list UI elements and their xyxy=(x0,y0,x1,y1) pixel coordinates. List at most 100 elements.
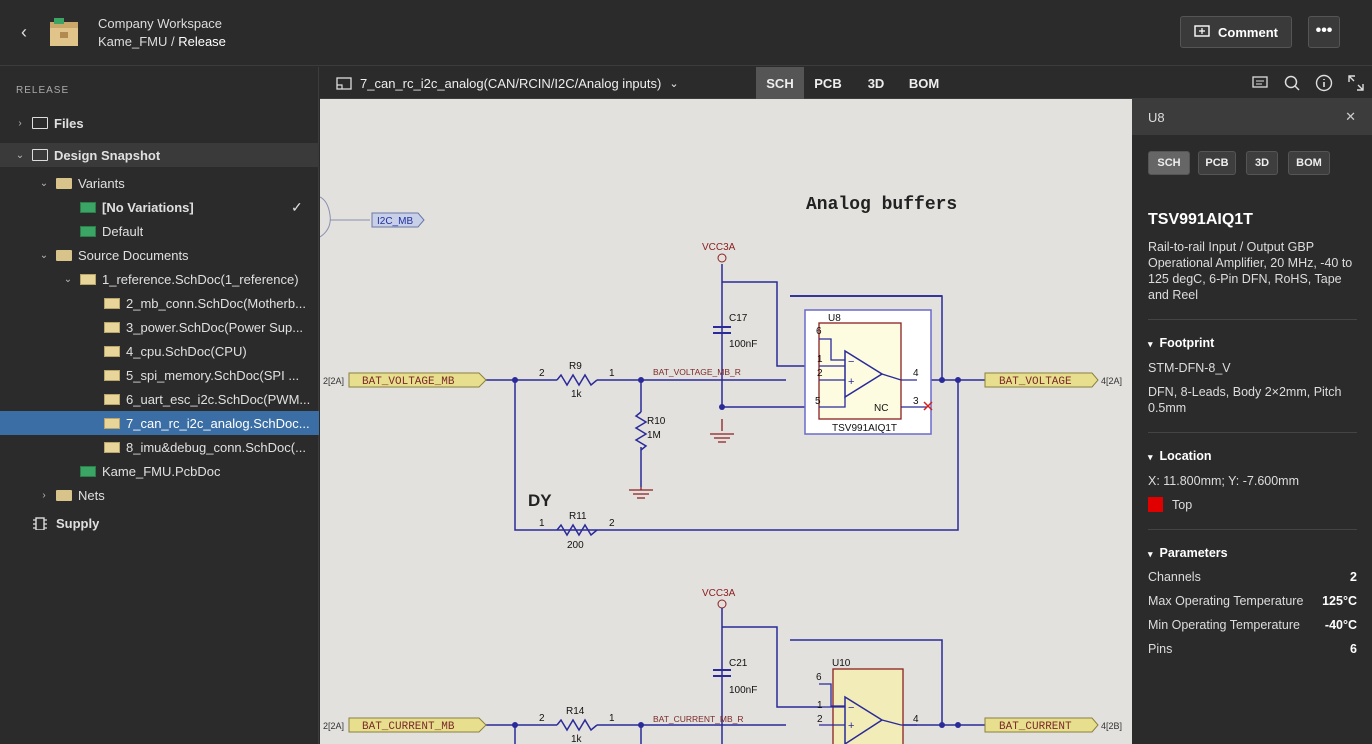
r9-symbol xyxy=(556,373,598,387)
pin-1: 1 xyxy=(817,354,823,365)
sidebar: RELEASE › Files ⌄ Design Snapshot ⌄ Vari… xyxy=(0,67,319,744)
chevron-down-icon[interactable]: ⌄ xyxy=(39,249,49,261)
tab-bom[interactable]: BOM xyxy=(908,75,940,91)
chevron-down-icon[interactable]: ⌄ xyxy=(63,273,73,285)
sidebar-item-supply[interactable]: Supply xyxy=(0,511,319,535)
layer-name: Top xyxy=(1172,498,1193,512)
comments-icon[interactable] xyxy=(1251,74,1269,92)
sidebar-item-variants[interactable]: ⌄ Variants xyxy=(0,171,319,195)
back-chevron-icon[interactable]: ‹ xyxy=(21,22,27,42)
sidebar-item-doc-1[interactable]: ⌄ 1_reference.SchDoc(1_reference) xyxy=(0,267,319,291)
c17-symbol xyxy=(713,326,731,334)
sidebar-item-nets[interactable]: › Nets xyxy=(0,483,319,507)
footprint-description: DFN, 8-Leads, Body 2×2mm, Pitch 0.5mm xyxy=(1148,385,1342,415)
port-in1-label: BAT_VOLTAGE_MB xyxy=(362,376,455,388)
panel-tab-3d[interactable]: 3D xyxy=(1246,151,1278,175)
sidebar-item-doc-6[interactable]: 6_uart_esc_i2c.SchDoc(PWM... xyxy=(0,387,319,411)
r10-symbol xyxy=(634,411,648,451)
pin-3: 3 xyxy=(913,396,919,407)
nc-marker xyxy=(923,401,933,411)
checkmark-icon: ✓ xyxy=(291,198,303,215)
sidebar-item-design-snapshot[interactable]: ⌄ Design Snapshot xyxy=(0,143,319,167)
chevron-down-icon[interactable]: ⌄ xyxy=(15,149,25,161)
tab-pcb[interactable]: PCB xyxy=(814,75,842,91)
sidebar-item-files[interactable]: › Files xyxy=(0,111,319,135)
folder-icon xyxy=(56,249,72,261)
chevron-down-icon: ▾ xyxy=(1148,339,1153,349)
chevron-down-icon[interactable]: ⌄ xyxy=(39,177,49,189)
sidebar-item-doc-3[interactable]: 3_power.SchDoc(Power Sup... xyxy=(0,315,319,339)
footprint-heading: Footprint xyxy=(1159,336,1215,350)
chevron-right-icon[interactable]: › xyxy=(18,117,22,129)
chevron-right-icon[interactable]: › xyxy=(42,489,46,501)
port-bat-current[interactable] xyxy=(984,717,1099,733)
vcc-symbol xyxy=(717,253,727,263)
sidebar-item-source-documents[interactable]: ⌄ Source Documents xyxy=(0,243,319,267)
c21-symbol xyxy=(713,669,731,677)
sidebar-item-doc-4[interactable]: 4_cpu.SchDoc(CPU) xyxy=(0,339,319,363)
c17-value: 100nF xyxy=(729,339,757,350)
schematic-canvas[interactable]: I2C_MB Analog buffers VCC3A U8 TSV991 xyxy=(320,99,1132,744)
c21-value: 100nF xyxy=(729,685,757,696)
sidebar-item-label: Supply xyxy=(56,515,100,531)
u8-part: TSV991AIQ1T xyxy=(832,423,897,434)
chevron-down-icon: ▾ xyxy=(1148,452,1153,462)
sidebar-section-label: RELEASE xyxy=(16,85,70,96)
i2c-port xyxy=(371,212,425,228)
junction-dots-lower xyxy=(512,722,961,728)
r11-pin-1: 1 xyxy=(539,518,545,529)
footprint-section[interactable]: ▾ Footprint xyxy=(1148,336,1214,350)
port-bat-voltage-mb[interactable] xyxy=(348,372,487,388)
sidebar-item-pcbdoc[interactable]: Kame_FMU.PcbDoc xyxy=(0,459,319,483)
vcc-label-2: VCC3A xyxy=(702,588,736,599)
panel-tab-sch[interactable]: SCH xyxy=(1148,151,1190,175)
close-icon[interactable]: ✕ xyxy=(1345,109,1356,124)
parameters-heading: Parameters xyxy=(1159,546,1228,560)
tab-sch[interactable]: SCH xyxy=(756,67,804,99)
sidebar-item-doc-5[interactable]: 5_spi_memory.SchDoc(SPI ... xyxy=(0,363,319,387)
ground-symbols xyxy=(629,419,734,499)
r9-pin-1: 1 xyxy=(609,368,615,379)
sidebar-item-label: 8_imu&debug_conn.SchDoc(... xyxy=(126,439,306,455)
search-icon[interactable] xyxy=(1283,74,1301,92)
u10-designator: U10 xyxy=(832,658,851,669)
document-selector[interactable]: 7_can_rc_i2c_analog(CAN/RCIN/I2C/Analog … xyxy=(336,67,679,99)
param-name: Pins xyxy=(1148,642,1173,656)
panel-tab-bom[interactable]: BOM xyxy=(1288,151,1330,175)
top-bar: ‹ Company Workspace Kame_FMU / Release C… xyxy=(0,0,1372,66)
fullscreen-icon[interactable] xyxy=(1347,74,1365,92)
c21-label: C21 xyxy=(729,658,748,669)
sidebar-item-default[interactable]: Default xyxy=(0,219,319,243)
u8-pins xyxy=(819,338,927,408)
sidebar-item-doc-7[interactable]: 7_can_rc_i2c_analog.SchDoc... xyxy=(0,411,319,435)
parameters-section[interactable]: ▾ Parameters xyxy=(1148,546,1228,560)
sheet-title: Analog buffers xyxy=(806,195,957,215)
location-section[interactable]: ▾ Location xyxy=(1148,449,1212,463)
info-icon[interactable] xyxy=(1315,74,1333,92)
port-out2-label: BAT_CURRENT xyxy=(999,721,1072,733)
u8-designator: U8 xyxy=(828,313,841,324)
more-options-button[interactable]: ••• xyxy=(1308,16,1340,48)
r9-value: 1k xyxy=(571,389,583,400)
sidebar-item-label: Source Documents xyxy=(78,247,189,263)
folder-icon xyxy=(32,149,48,161)
r9-pin-2: 2 xyxy=(539,368,545,379)
u10-opamp-triangle xyxy=(844,695,884,744)
sidebar-item-doc-8[interactable]: 8_imu&debug_conn.SchDoc(... xyxy=(0,435,319,459)
project-link[interactable]: Kame_FMU xyxy=(98,34,168,49)
u8-body xyxy=(818,322,902,420)
port-in1-ref: 2[2A] xyxy=(323,376,344,386)
port-bat-current-mb[interactable] xyxy=(348,717,487,733)
panel-tab-pcb[interactable]: PCB xyxy=(1198,151,1236,175)
tab-3d[interactable]: 3D xyxy=(867,75,885,91)
lower-labels: R14 1k 2 1 BAT_CURRENT_MB_R C21 100nF xyxy=(539,658,757,744)
release-label: Release xyxy=(178,34,226,49)
part-name: TSV991AIQ1T xyxy=(1148,211,1253,228)
u10-pin-numbers: 6 1 2 4 xyxy=(816,672,919,725)
document-toolbar: 7_can_rc_i2c_analog(CAN/RCIN/I2C/Analog … xyxy=(320,67,1372,99)
sidebar-item-label: Design Snapshot xyxy=(54,147,161,163)
sidebar-item-doc-2[interactable]: 2_mb_conn.SchDoc(Motherb... xyxy=(0,291,319,315)
comment-button[interactable]: Comment xyxy=(1180,16,1292,48)
sidebar-item-no-variations[interactable]: [No Variations] ✓ xyxy=(0,195,319,219)
port-bat-voltage[interactable] xyxy=(984,372,1099,388)
